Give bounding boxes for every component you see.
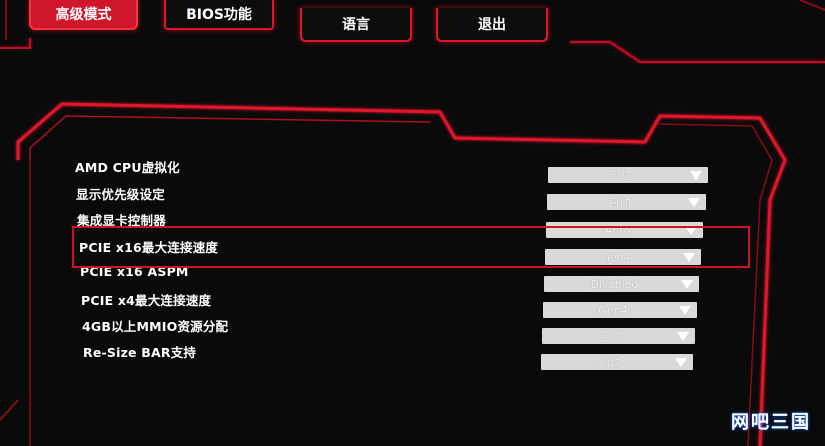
- dropdown-display-priority[interactable]: 自动: [547, 194, 706, 210]
- setting-label-integrated-graphics: 集成显卡控制器: [77, 213, 166, 228]
- chevron-down-icon: [688, 198, 700, 207]
- tab-language[interactable]: 语言: [300, 8, 412, 42]
- chevron-down-icon: [685, 226, 697, 235]
- setting-label-amd-cpu-virtualization: AMD CPU虚拟化: [75, 160, 180, 175]
- tab-bios-features[interactable]: BIOS功能: [164, 0, 274, 30]
- tab-label: 语言: [342, 17, 370, 33]
- chevron-down-icon: [677, 332, 689, 341]
- setting-label-mmio-above-4gb: 4GB以上MMIO资源分配: [82, 319, 229, 334]
- dropdown-value: Disabled: [590, 277, 639, 291]
- tab-advanced-mode[interactable]: 高级模式: [29, 0, 138, 30]
- dropdown-pcie-x16-aspm[interactable]: Disabled: [544, 276, 699, 292]
- dropdown-value: 启动: [600, 330, 623, 343]
- setting-label-resize-bar: Re-Size BAR支持: [83, 345, 197, 360]
- dropdown-value: Gen4: [601, 250, 631, 264]
- dropdown-mmio-above-4gb[interactable]: 启动: [542, 328, 695, 344]
- chevron-down-icon: [683, 253, 695, 262]
- chevron-down-icon: [681, 280, 693, 289]
- chevron-down-icon: [675, 358, 687, 367]
- tab-label: 退出: [478, 17, 506, 33]
- setting-label-pcie-x4-speed: PCIE x4最大连接速度: [81, 293, 212, 308]
- setting-label-pcie-x16-speed: PCIE x16最大连接速度: [79, 240, 219, 255]
- dropdown-resize-bar[interactable]: 启动: [541, 354, 693, 370]
- dropdown-value: Gen4: [598, 303, 628, 317]
- chevron-down-icon: [679, 306, 691, 315]
- dropdown-pcie-x4-speed[interactable]: Gen4: [543, 302, 697, 318]
- setting-label-display-priority: 显示优先级设定: [76, 187, 165, 202]
- dropdown-value: 自动: [608, 196, 631, 209]
- dropdown-value: 启动: [599, 356, 621, 369]
- dropdown-amd-cpu-virtualization[interactable]: 启动: [548, 167, 708, 183]
- tab-label: BIOS功能: [186, 7, 252, 23]
- highlight-box: [72, 226, 750, 268]
- tab-label: 高级模式: [55, 7, 112, 23]
- chevron-down-icon: [690, 171, 702, 180]
- tab-exit[interactable]: 退出: [436, 8, 548, 42]
- dropdown-pcie-x16-speed[interactable]: Gen4: [545, 249, 701, 265]
- dropdown-value: 启动: [610, 169, 632, 182]
- watermark: 网吧三国: [731, 412, 811, 433]
